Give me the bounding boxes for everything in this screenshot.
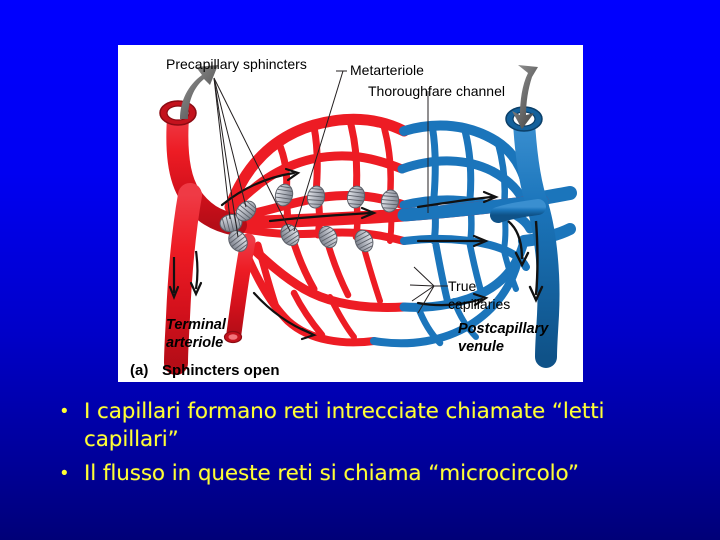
label-metarteriole: Metarteriole bbox=[350, 62, 424, 78]
arterial-capillary-network bbox=[224, 113, 410, 347]
list-item: • Il flusso in queste reti si chiama “mi… bbox=[56, 460, 696, 488]
figure-panel: Precapillary sphincters Metarteriole Tho… bbox=[118, 45, 583, 382]
label-terminal-arteriole-line2: arteriole bbox=[166, 335, 223, 351]
label-postcapillary-venule-line1: Postcapillary bbox=[458, 321, 549, 337]
bullet-text-1: I capillari formano reti intrecciate chi… bbox=[84, 399, 605, 452]
label-true-capillaries-line2: capillaries bbox=[448, 296, 510, 312]
bullet-marker-icon: • bbox=[61, 463, 68, 484]
figure-caption-prefix: (a) bbox=[130, 362, 148, 379]
terminal-arteriole-vessel bbox=[159, 65, 247, 375]
flow-out-arrow bbox=[512, 65, 538, 129]
bullet-list: • I capillari formano reti intrecciate c… bbox=[56, 398, 696, 494]
sphincter-icon bbox=[305, 184, 327, 210]
label-precapillary-sphincters: Precapillary sphincters bbox=[166, 56, 307, 72]
sphincter-icon bbox=[344, 183, 368, 211]
label-true-capillaries-line1: True bbox=[448, 278, 476, 294]
postcapillary-venule-vessel bbox=[490, 65, 560, 368]
capillary-bed-diagram: Precapillary sphincters Metarteriole Tho… bbox=[130, 56, 577, 379]
leader-lines bbox=[213, 70, 448, 314]
bullet-text-2: Il flusso in queste reti si chiama “micr… bbox=[84, 461, 579, 486]
label-terminal-arteriole-line1: Terminal bbox=[166, 317, 227, 333]
bullet-marker-icon: • bbox=[61, 401, 68, 422]
list-item: • I capillari formano reti intrecciate c… bbox=[56, 398, 696, 454]
label-postcapillary-venule-line2: venule bbox=[458, 339, 504, 355]
flow-in-arrow bbox=[180, 65, 218, 119]
figure-caption-text: Sphincters open bbox=[162, 362, 280, 379]
arteriole-side-branch bbox=[223, 233, 256, 344]
label-thoroughfare-channel: Thoroughfare channel bbox=[368, 83, 505, 99]
